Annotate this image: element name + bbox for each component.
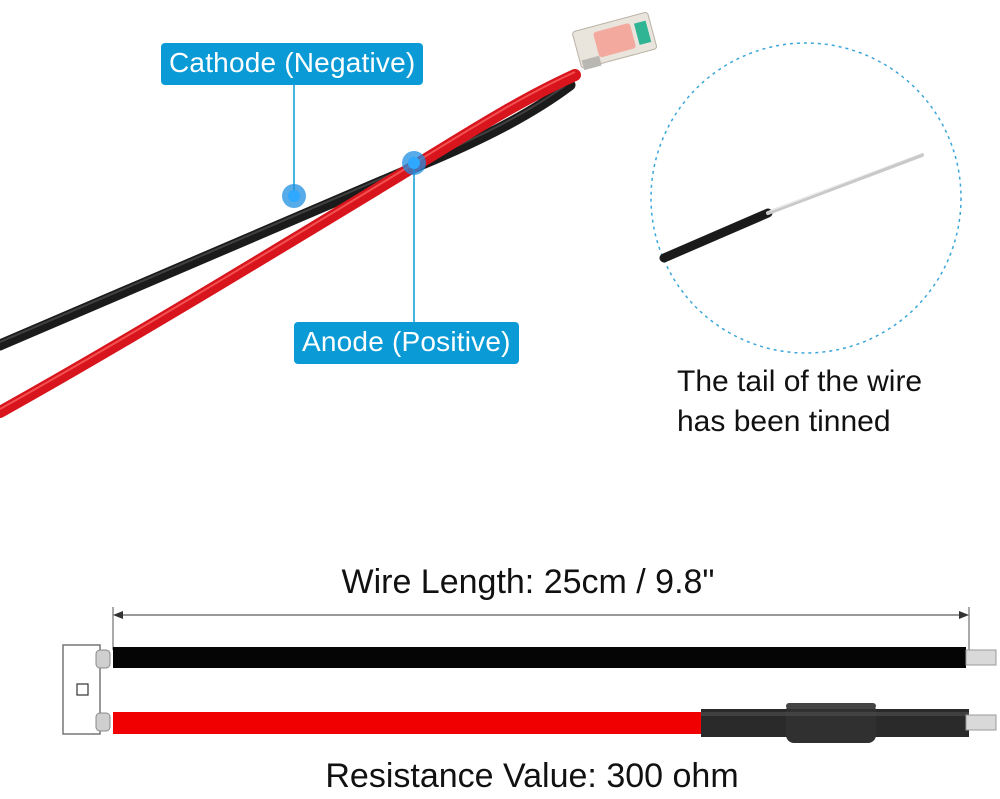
- cathode-callout: Cathode (Negative): [161, 43, 424, 85]
- anode-callout: Anode (Positive): [294, 322, 519, 364]
- caption-line-2: has been tinned: [677, 405, 891, 438]
- black-wire: [0, 79, 576, 351]
- led-chip-schematic: [62, 644, 111, 735]
- dimension-diagram: [62, 607, 997, 743]
- caption-line-1: The tail of the wire: [677, 365, 923, 398]
- wire-photo: [0, 11, 658, 418]
- tinned-tail-caption: The tail of the wire has been tinned: [677, 362, 987, 442]
- resistance-label: Resistance Value: 300 ohm: [325, 757, 739, 795]
- schematic-black-wire: [113, 647, 966, 668]
- schematic-red-wire: [113, 712, 703, 734]
- wire-tinned-tip-icon: [659, 152, 924, 263]
- led-chip-icon: [572, 11, 658, 71]
- red-wire: [0, 69, 581, 418]
- wire-length-label: Wire Length: 25cm / 9.8": [341, 563, 715, 601]
- callout-leaders: [282, 85, 426, 322]
- tinned-tail-inset: [650, 42, 962, 354]
- heat-shrink-resistor-icon: [701, 703, 969, 743]
